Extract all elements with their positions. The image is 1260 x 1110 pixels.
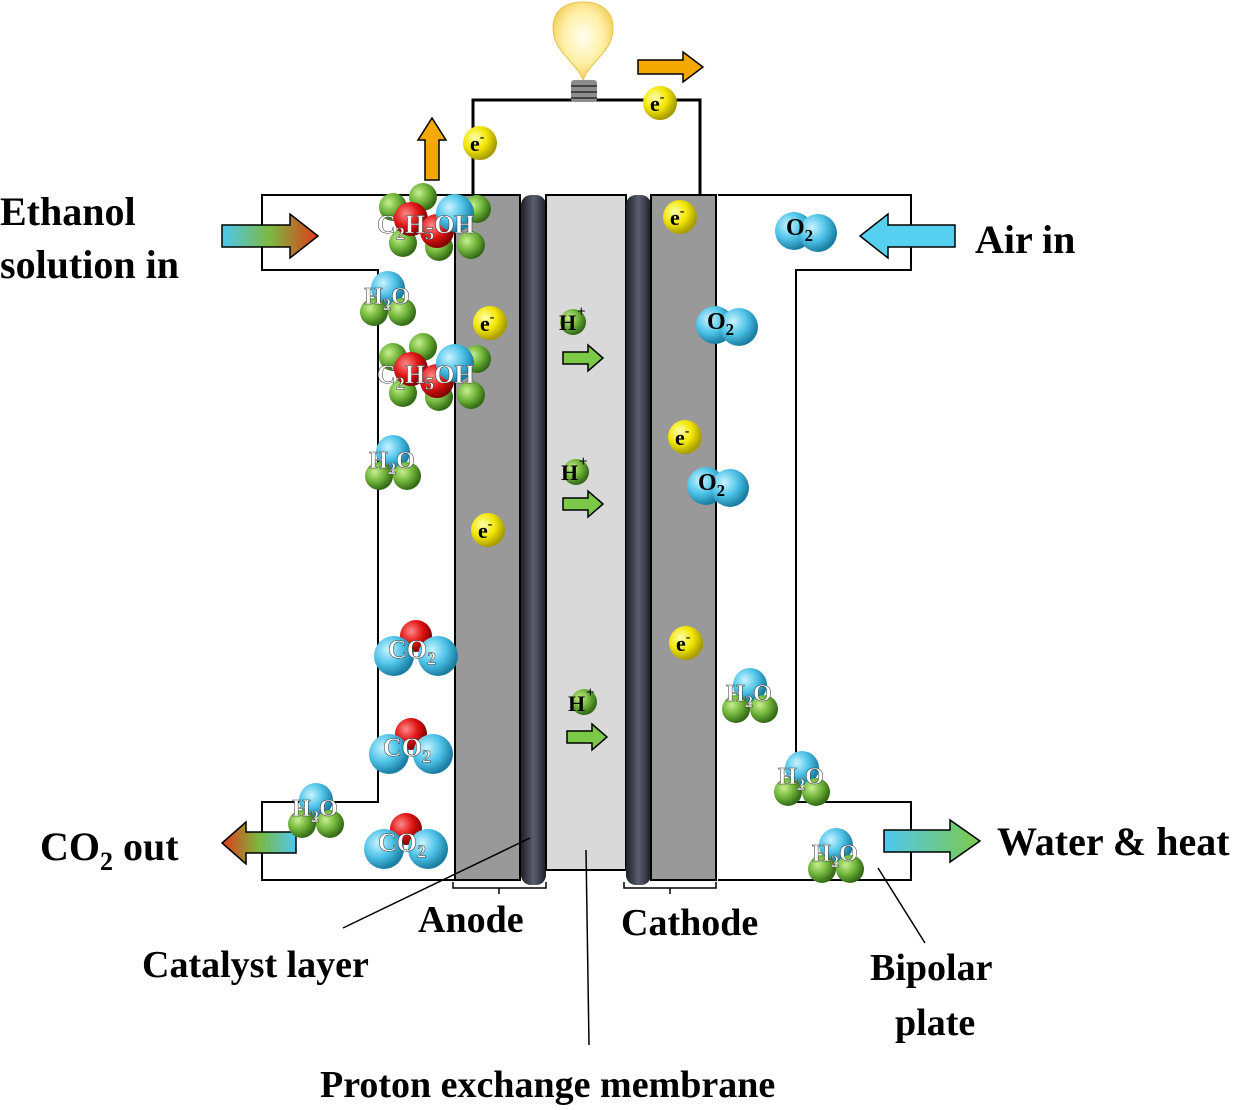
svg-text:H2O: H2O: [364, 284, 410, 314]
catalyst-leader-line: [342, 837, 531, 929]
co2-outlet-label: CO2 out: [40, 824, 179, 876]
electron-particle: e-: [668, 420, 702, 454]
anode-label: Anode: [418, 899, 524, 941]
svg-text:H: H: [568, 691, 585, 716]
svg-text:H2O: H2O: [812, 841, 858, 871]
co2-molecule: CO2: [364, 813, 448, 869]
proton-arrow-icon: [566, 722, 609, 752]
electron-particle: e-: [663, 200, 697, 234]
ethanol-inlet-label-line2: solution in: [0, 242, 179, 287]
svg-text:H: H: [559, 310, 576, 335]
water-molecule: H2O: [360, 271, 416, 326]
proton-particle: H +: [561, 454, 589, 485]
svg-text:H2O: H2O: [778, 764, 824, 794]
water-molecule: H2O: [288, 783, 344, 838]
cathode-bracket: [623, 882, 717, 894]
oxygen-molecule: O2: [775, 212, 837, 252]
ethanol-molecule: C2H5OH: [377, 183, 491, 261]
anode-bracket: [452, 882, 547, 894]
air-inlet-label: Air in: [975, 217, 1075, 262]
svg-text:C2H5OH: C2H5OH: [377, 360, 475, 394]
current-arrow-right-icon: [637, 50, 705, 84]
water-molecule: H2O: [774, 751, 830, 806]
co2-molecule: CO2: [369, 718, 453, 774]
electron-particle: e-: [643, 86, 677, 120]
proton-exchange-membrane: [545, 194, 627, 871]
svg-text:CO2: CO2: [388, 635, 436, 669]
proton-arrow-icon: [562, 489, 605, 519]
water-molecule: H2O: [365, 435, 421, 490]
svg-text:O2: O2: [707, 309, 734, 339]
current-arrow-up-icon: [416, 116, 448, 181]
svg-text:O2: O2: [786, 215, 813, 245]
svg-text:H2O: H2O: [292, 796, 338, 826]
air-inlet-arrow-icon: [858, 212, 956, 260]
svg-text:C2H5OH: C2H5OH: [377, 210, 475, 244]
oxygen-molecule: O2: [687, 467, 749, 507]
ethanol-inlet-label: Ethanol: [0, 189, 136, 234]
svg-text:CO2: CO2: [383, 733, 431, 767]
svg-text:H2O: H2O: [369, 448, 415, 478]
light-bulb-icon: [552, 1, 614, 102]
svg-text:+: +: [586, 685, 595, 701]
cathode-label: Cathode: [621, 902, 758, 944]
water-molecule: H2O: [722, 668, 778, 723]
bipolar-leader-line: [877, 867, 926, 944]
proton-particle: H +: [559, 304, 586, 335]
co2-molecule: CO2: [374, 620, 458, 676]
svg-text:H2O: H2O: [726, 681, 772, 711]
oxygen-molecule: O2: [696, 306, 758, 346]
proton-arrow-icon: [562, 343, 605, 373]
bipolar-plate-label-line2: plate: [895, 1002, 975, 1044]
electron-particle: e-: [669, 626, 703, 660]
bipolar-plate-label: Bipolar: [870, 947, 993, 989]
svg-text:+: +: [577, 304, 586, 320]
electron-particle: e-: [463, 126, 497, 160]
co2-outlet-arrow-icon: [220, 820, 297, 866]
membrane-label: Proton exchange membrane: [320, 1064, 775, 1106]
cathode-bipolar-plate: [718, 194, 912, 881]
cathode-layer: [650, 194, 717, 881]
anode-bipolar-plate: [261, 194, 455, 881]
svg-text:H: H: [561, 460, 578, 485]
proton-particle: H +: [568, 685, 597, 716]
svg-text:+: +: [579, 454, 588, 470]
electron-particle: e-: [471, 513, 505, 547]
membrane-leader-line: [585, 849, 590, 1046]
anode-catalyst-layer: [521, 195, 546, 885]
water-outlet-arrow-icon: [883, 818, 982, 864]
water-molecule: H2O: [808, 828, 864, 883]
electron-particle: e-: [473, 306, 507, 340]
ethanol-inlet-arrow-icon: [221, 212, 320, 260]
catalyst-layer-label: Catalyst layer: [142, 944, 369, 986]
cathode-catalyst-layer: [626, 195, 651, 885]
ethanol-molecule: C2H5OH: [377, 333, 491, 411]
svg-text:O2: O2: [698, 470, 725, 500]
svg-text:CO2: CO2: [378, 828, 426, 862]
water-heat-label: Water & heat: [997, 819, 1230, 864]
